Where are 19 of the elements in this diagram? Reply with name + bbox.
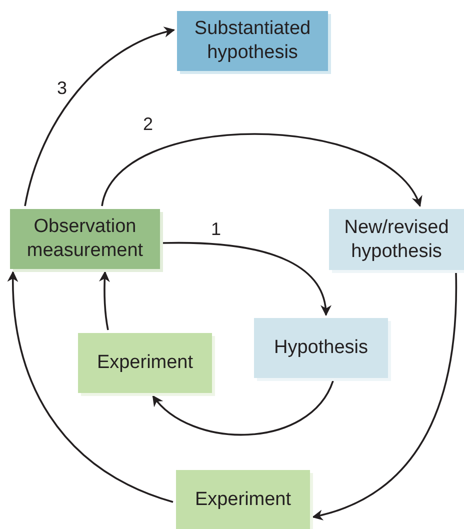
arrow xyxy=(8,270,174,503)
box-label: Experiment xyxy=(194,488,292,512)
arrow xyxy=(99,270,110,330)
arrow xyxy=(312,273,457,520)
arrow xyxy=(163,242,331,316)
process-box xyxy=(78,333,212,393)
box-label: Hypothesis xyxy=(274,336,368,360)
process-box xyxy=(176,470,310,529)
arrow xyxy=(152,380,334,436)
box-label: Substantiated hypothesis xyxy=(193,17,312,65)
arrow xyxy=(24,27,176,206)
process-box xyxy=(177,11,328,71)
process-box xyxy=(10,209,160,269)
process-box xyxy=(254,318,388,378)
box-label: New/revised hypothesis xyxy=(343,216,450,264)
process-box xyxy=(329,209,464,270)
box-label: Observation measurement xyxy=(26,215,144,263)
arrow xyxy=(101,133,421,207)
box-label: Experiment xyxy=(96,351,194,375)
